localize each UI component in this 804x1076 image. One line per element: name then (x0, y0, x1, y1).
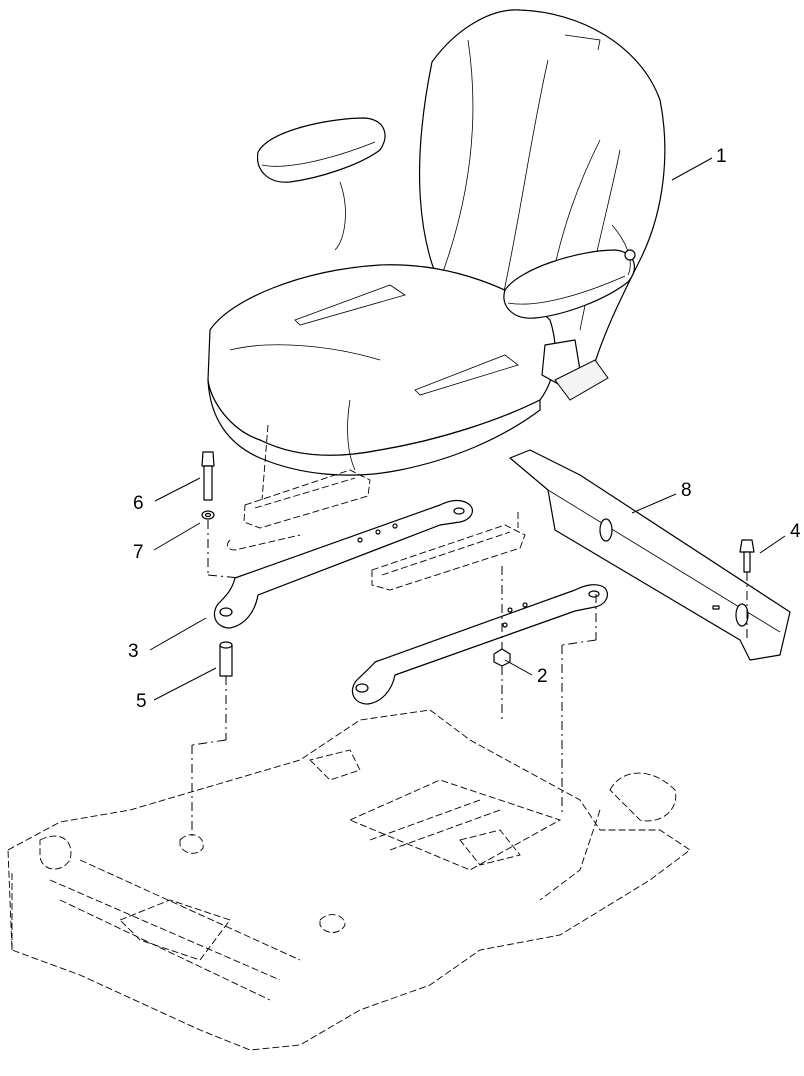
leader-5 (153, 667, 217, 701)
leader-lines (149, 157, 786, 701)
leader-7 (153, 522, 201, 551)
seat-pan-frame (7, 709, 691, 1051)
leader-2 (504, 659, 533, 676)
leader-1 (671, 157, 713, 181)
seat-slide-rails (227, 469, 526, 591)
leader-4 (759, 535, 786, 554)
callout-1-seat: 1 (716, 146, 727, 167)
leader-3 (149, 617, 207, 651)
fasteners (201, 451, 755, 677)
callout-7-washer: 7 (133, 542, 144, 563)
leader-6 (154, 477, 201, 502)
back-panel (509, 449, 791, 661)
callout-5-spacer: 5 (136, 691, 147, 712)
callout-3-seat-bracket: 3 (128, 641, 139, 662)
callout-8-back-panel: 8 (681, 480, 692, 501)
callout-2-flange-nut: 2 (537, 666, 548, 687)
alignment-lines (191, 520, 748, 840)
leader-8 (631, 493, 677, 514)
callout-4-flange-bolt: 4 (790, 521, 801, 542)
seat-assembly (207, 9, 666, 501)
seat-brackets (213, 499, 608, 705)
callout-6-bolt: 6 (133, 493, 144, 514)
